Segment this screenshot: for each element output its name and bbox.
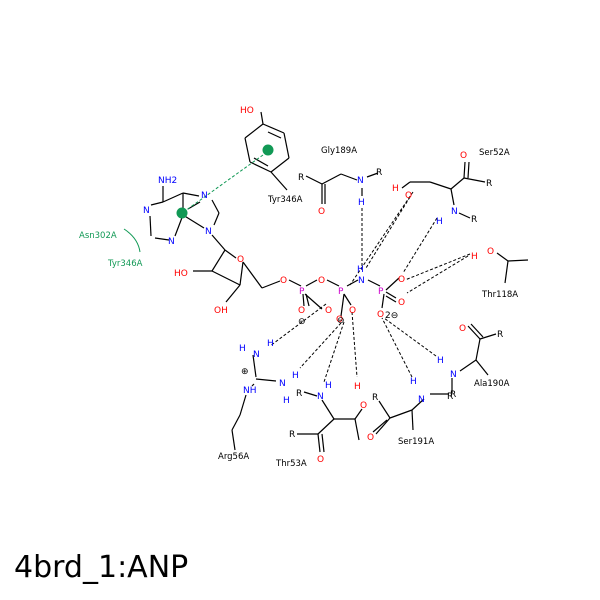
residue-thr118: Thr118A xyxy=(481,290,518,300)
atom-o5prime: O xyxy=(280,276,287,286)
atom-n3: N xyxy=(168,237,175,247)
atom-h-thr118: H xyxy=(471,252,478,262)
ala190-fragment xyxy=(451,323,497,393)
atom-o-pa1: O xyxy=(298,306,305,316)
atom-ho-tyr: HO xyxy=(240,106,254,116)
atom-h-ala190: H xyxy=(437,356,444,366)
atom-labels: HO NH2 N N N N O HO OH O P O P N H P O O… xyxy=(143,106,503,465)
atom-o-gly: O xyxy=(318,207,325,217)
atom-o-pb1: O xyxy=(349,306,356,316)
atom-n-arg-nh1: N xyxy=(253,350,260,360)
phosphate-chain xyxy=(288,277,400,317)
atom-n-thr53: N xyxy=(317,392,324,402)
atom-oh-3prime: OH xyxy=(214,306,228,316)
atom-h-gly: H xyxy=(358,198,365,208)
atom-o-ser52-og: O xyxy=(405,191,412,201)
atom-r-ser52-2: R xyxy=(471,215,477,225)
atom-o-pa2: O xyxy=(325,306,332,316)
atom-o-thr118: O xyxy=(487,247,494,257)
atom-h-bridge: H xyxy=(357,265,364,275)
thr118-fragment xyxy=(496,252,529,284)
residue-thr53: Thr53A xyxy=(275,459,307,469)
atom-r-ser191-2: R xyxy=(372,393,378,403)
atom-o-pg3: O xyxy=(377,310,384,320)
atom-o-ser191: O xyxy=(367,433,374,443)
atom-n9: N xyxy=(205,227,212,237)
residue-asn302: Asn302A xyxy=(79,231,117,241)
atom-nh-arg: NH xyxy=(243,386,257,396)
atom-h-thr53-og: H xyxy=(354,382,361,392)
gly189-fragment xyxy=(305,172,379,204)
atom-n7: N xyxy=(201,191,208,201)
atom-r-gly2: R xyxy=(376,168,382,178)
atom-n-ala190: N xyxy=(450,370,457,380)
atom-n-bridge: N xyxy=(358,276,365,286)
atom-o-thr53-og: O xyxy=(360,401,367,411)
charge-pg: 2⊖ xyxy=(385,311,398,321)
atom-o-pg1: O xyxy=(398,275,405,285)
atom-r-ala190-1: R xyxy=(497,330,503,340)
atom-h-thr53-n: H xyxy=(325,381,332,391)
atom-h-arg-nh2b: H xyxy=(283,396,290,406)
atom-o-ribose: O xyxy=(237,255,244,265)
residue-ala190: Ala190A xyxy=(474,379,510,389)
adenine-centroid xyxy=(176,207,188,219)
ser191-fragment xyxy=(372,393,449,435)
atom-n-arg-nh2: N xyxy=(279,379,286,389)
atom-n-ser191: N xyxy=(418,395,425,405)
atom-o-pb2: O xyxy=(336,315,343,325)
atom-n1: N xyxy=(143,206,150,216)
atom-r-ala190-2: R xyxy=(447,392,453,402)
atom-n-gly: N xyxy=(357,176,364,186)
thr53-fragment xyxy=(297,391,363,453)
charge-pa: ⊖ xyxy=(298,317,306,327)
residue-ser52: Ser52A xyxy=(479,148,510,158)
ribose-ring xyxy=(193,234,281,303)
atom-h-arg-nh1: H xyxy=(239,344,246,354)
charge-arg: ⊕ xyxy=(241,367,249,377)
residue-gly189: Gly189A xyxy=(321,146,357,156)
atom-h-arg-nh1b: H xyxy=(267,339,274,349)
atom-o-ala190: O xyxy=(459,324,466,334)
pi-stacking-line xyxy=(184,154,264,212)
residue-labels: Gly189A Ser52A Tyr346A Asn302A Tyr346A T… xyxy=(79,146,518,469)
arg56-fragment xyxy=(231,354,277,451)
residue-arg56: Arg56A xyxy=(218,452,249,462)
tyr346-ring xyxy=(244,111,290,191)
atom-n-ser52: N xyxy=(451,207,458,217)
atom-pa: P xyxy=(299,287,305,297)
atom-r-gly1: R xyxy=(298,173,304,183)
atom-r-thr53-2: R xyxy=(289,430,295,440)
atom-o-bridge1: O xyxy=(318,276,325,286)
atom-pb: P xyxy=(338,287,344,297)
hydrogen-bonds xyxy=(269,191,471,383)
atom-r-ser191-1: R xyxy=(450,390,456,400)
ligand-caption: 4brd_1:ANP xyxy=(14,550,189,585)
atom-r-thr53-1: R xyxy=(296,389,302,399)
atom-h-ser191: H xyxy=(410,377,417,387)
residue-tyr346-pi: Tyr346A xyxy=(267,195,303,205)
atom-h-ser52-n: H xyxy=(436,217,443,227)
hydrophobic-arc xyxy=(123,228,141,253)
atom-o-thr53: O xyxy=(317,455,324,465)
ser52-fragment xyxy=(401,161,486,219)
residue-tyr346-hyd: Tyr346A xyxy=(107,259,143,269)
atom-o-ser52-c: O xyxy=(460,151,467,161)
charge-pb: ⊖ xyxy=(337,316,345,326)
atom-oh-2prime: HO xyxy=(174,269,188,279)
residue-ser191: Ser191A xyxy=(398,437,434,447)
atom-nh2: NH2 xyxy=(158,176,177,186)
tyr-ring-centroid xyxy=(262,144,274,156)
atom-r-ser52-1: R xyxy=(486,179,492,189)
atom-h-ser52-og: H xyxy=(392,184,399,194)
atom-h-arg-nh2a: H xyxy=(292,371,299,381)
atom-pg: P xyxy=(378,287,384,297)
atom-o-pg2: O xyxy=(398,298,405,308)
